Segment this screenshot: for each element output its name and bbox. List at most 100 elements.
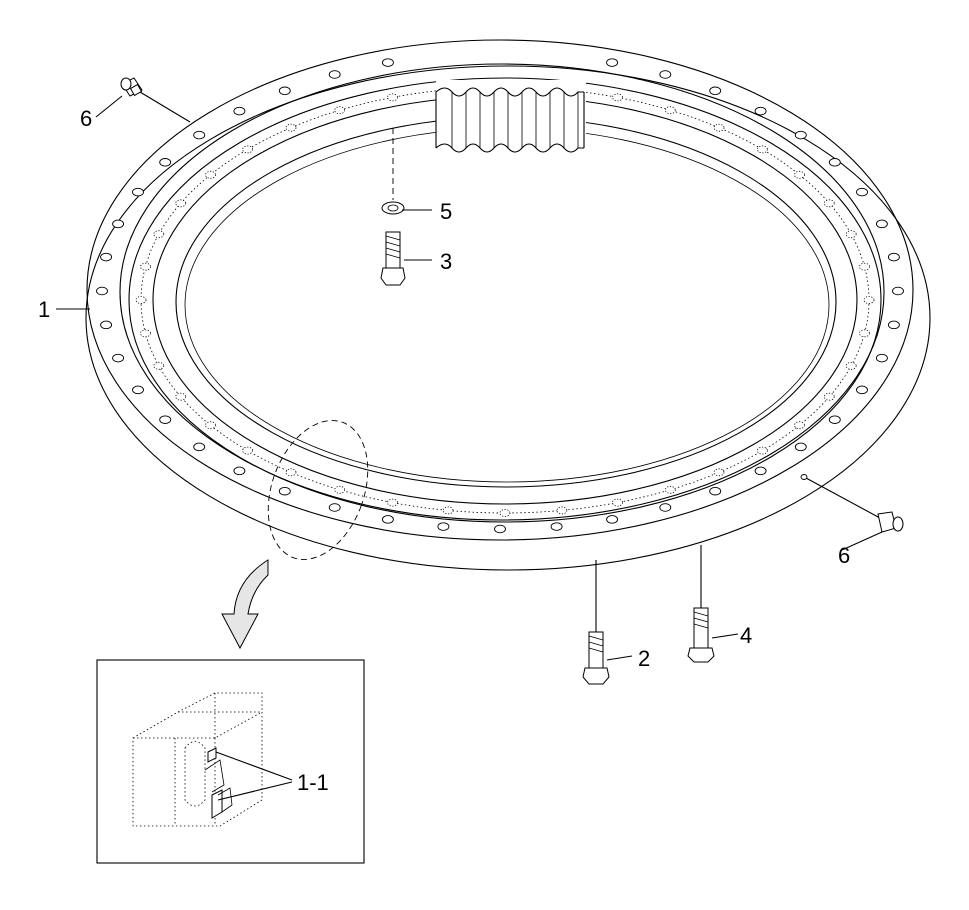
bolt-hole bbox=[205, 421, 216, 430]
worm-gear bbox=[435, 80, 586, 153]
bolt-hole bbox=[828, 415, 841, 424]
bolt-hole bbox=[828, 158, 841, 167]
bolt-hole bbox=[606, 515, 619, 524]
bolt-hole bbox=[159, 415, 172, 424]
bolt-hole bbox=[100, 252, 113, 262]
bolt-hole bbox=[285, 468, 297, 477]
callout-1: 1 bbox=[38, 297, 50, 322]
bolt-hole bbox=[754, 106, 767, 116]
bolt-hole bbox=[892, 286, 904, 296]
bolt-hole bbox=[285, 123, 297, 132]
outer-bolt-holes bbox=[96, 58, 904, 534]
bolt-hole bbox=[659, 70, 672, 79]
bolt-hole bbox=[794, 442, 807, 452]
bolt-3 bbox=[380, 231, 406, 286]
bolt-hole bbox=[494, 524, 506, 534]
bolt-hole bbox=[794, 130, 807, 140]
bolt-hole bbox=[823, 199, 835, 208]
bolt-hole bbox=[153, 230, 165, 239]
bolt-hole bbox=[193, 130, 206, 140]
bolt-hole bbox=[334, 106, 346, 115]
bolt-hole bbox=[499, 509, 511, 517]
bolt-hole bbox=[381, 58, 394, 67]
bolt-hole bbox=[193, 442, 206, 452]
inset-detail-box bbox=[96, 659, 365, 864]
washer-5 bbox=[381, 128, 405, 215]
bolt-hole bbox=[794, 170, 805, 179]
bolt-hole bbox=[153, 361, 165, 370]
bolt-hole bbox=[550, 522, 563, 531]
bolt-hole bbox=[887, 320, 900, 330]
bolt-hole bbox=[863, 296, 875, 304]
bolt-hole bbox=[437, 522, 450, 531]
bolt-hole bbox=[713, 468, 725, 477]
bolt-hole bbox=[96, 286, 108, 296]
bolt-hole bbox=[659, 503, 672, 512]
bolt-hole bbox=[205, 170, 216, 179]
leader-lines bbox=[56, 95, 883, 801]
bolt-hole bbox=[875, 219, 888, 229]
inner-bolt-holes bbox=[135, 93, 875, 517]
bolt-hole bbox=[664, 485, 676, 494]
bolt-hole bbox=[175, 392, 187, 401]
bolt-hole bbox=[278, 86, 291, 96]
bolt-4 bbox=[687, 545, 715, 663]
bolt-hole bbox=[159, 158, 172, 167]
bolt-hole bbox=[140, 262, 151, 271]
grease-nipple-top bbox=[120, 77, 191, 123]
bolt-hole bbox=[387, 498, 398, 507]
bolt-hole bbox=[112, 353, 125, 363]
callout-2: 2 bbox=[638, 646, 650, 671]
callout-6-bottom: 6 bbox=[838, 543, 850, 568]
callout-5: 5 bbox=[440, 199, 452, 224]
bolt-hole bbox=[135, 296, 147, 304]
bolt-hole bbox=[856, 187, 868, 197]
bolt-hole bbox=[242, 145, 254, 154]
bolt-hole bbox=[387, 93, 398, 102]
bolt-hole bbox=[556, 506, 568, 515]
bolt-hole bbox=[757, 446, 768, 455]
bolt-hole bbox=[606, 58, 619, 67]
bolt-hole bbox=[328, 70, 341, 79]
grease-nipple-bottom bbox=[800, 474, 904, 533]
bolt-hole bbox=[278, 486, 291, 496]
detail-arrow bbox=[221, 559, 269, 650]
bolt-hole bbox=[709, 86, 722, 96]
bolt-hole bbox=[334, 485, 346, 494]
bolt-hole bbox=[845, 361, 857, 370]
bolt-hole bbox=[175, 199, 187, 208]
bolt-hole bbox=[233, 106, 246, 116]
bolt-hole bbox=[754, 466, 767, 476]
bolt-hole bbox=[859, 329, 870, 338]
bolt-hole bbox=[381, 515, 394, 524]
bolt-hole bbox=[845, 230, 857, 239]
callout-4: 4 bbox=[740, 623, 752, 648]
bolt-hole bbox=[664, 106, 676, 115]
bolt-hole bbox=[132, 385, 144, 395]
bolt-hole bbox=[856, 385, 868, 395]
bolt-hole bbox=[140, 329, 151, 338]
callout-3: 3 bbox=[440, 249, 452, 274]
bolt-hole bbox=[233, 466, 246, 476]
bolt-hole bbox=[612, 93, 623, 102]
bolt-hole bbox=[442, 506, 454, 515]
bolt-hole bbox=[132, 187, 144, 197]
bolt-2 bbox=[582, 560, 610, 685]
bolt-hole bbox=[794, 421, 805, 430]
callout-1-1: 1-1 bbox=[297, 770, 329, 795]
bolt-hole bbox=[709, 486, 722, 496]
detail-region-marker bbox=[267, 420, 369, 560]
bolt-hole bbox=[242, 446, 254, 455]
bolt-hole bbox=[328, 503, 341, 512]
callout-6-top: 6 bbox=[80, 106, 92, 131]
bolt-hole bbox=[100, 320, 113, 330]
bolt-hole bbox=[887, 252, 900, 262]
bolt-hole bbox=[859, 262, 870, 271]
bolt-hole bbox=[112, 219, 125, 229]
bolt-hole bbox=[823, 392, 835, 401]
bolt-hole bbox=[713, 123, 725, 132]
bolt-hole bbox=[757, 145, 768, 154]
bolt-hole bbox=[612, 498, 623, 507]
bolt-hole bbox=[875, 353, 888, 363]
